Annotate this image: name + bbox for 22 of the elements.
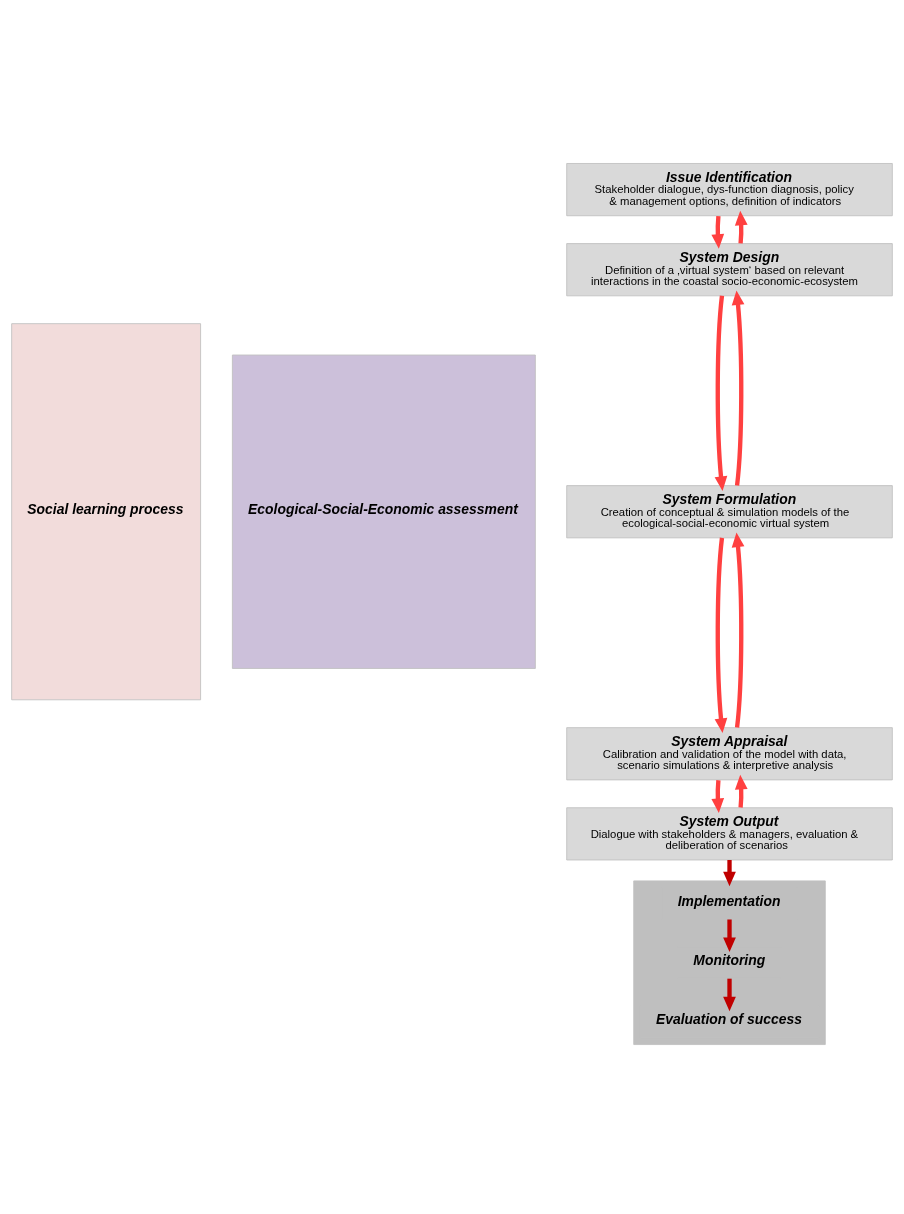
arrow [723, 919, 736, 952]
node-box: System Output Dialogue with stakeholders & managers, evaluation & deliberation of scenarios [566, 806, 893, 860]
arrow [731, 289, 745, 486]
node-box: System Design Definition of a ‚virtual system‘ based on relevant interactions in the coastal socio-economic-ecosystem [566, 242, 893, 296]
cluster [633, 879, 826, 1045]
arrow [723, 859, 736, 886]
arrow [734, 774, 748, 808]
arrow [714, 537, 728, 733]
arrow [711, 779, 725, 813]
node-text: Monitoring [693, 951, 766, 968]
node-box: Ecological-Social-Economic assessment [231, 354, 536, 669]
node-box: System Formulation Creation of conceptual & simulation models of the ecological-social-economic virtual system [566, 484, 893, 538]
node-text: Evaluation of success [655, 1010, 803, 1027]
arrow [731, 531, 745, 728]
arrow [734, 210, 748, 244]
node-box: System Appraisal Calibration and validation of the model with data, scenario simulations & interpretive analysis [566, 726, 893, 780]
node-box: Issue Identification Stakeholder dialogue, dys-function diagnosis, policy & management options, definition of indicators [566, 162, 893, 216]
arrow [714, 295, 728, 491]
arrow [711, 215, 725, 249]
node-box: Social learning process [11, 322, 202, 700]
node-text: Implementation [677, 892, 781, 909]
arrow [723, 978, 736, 1011]
